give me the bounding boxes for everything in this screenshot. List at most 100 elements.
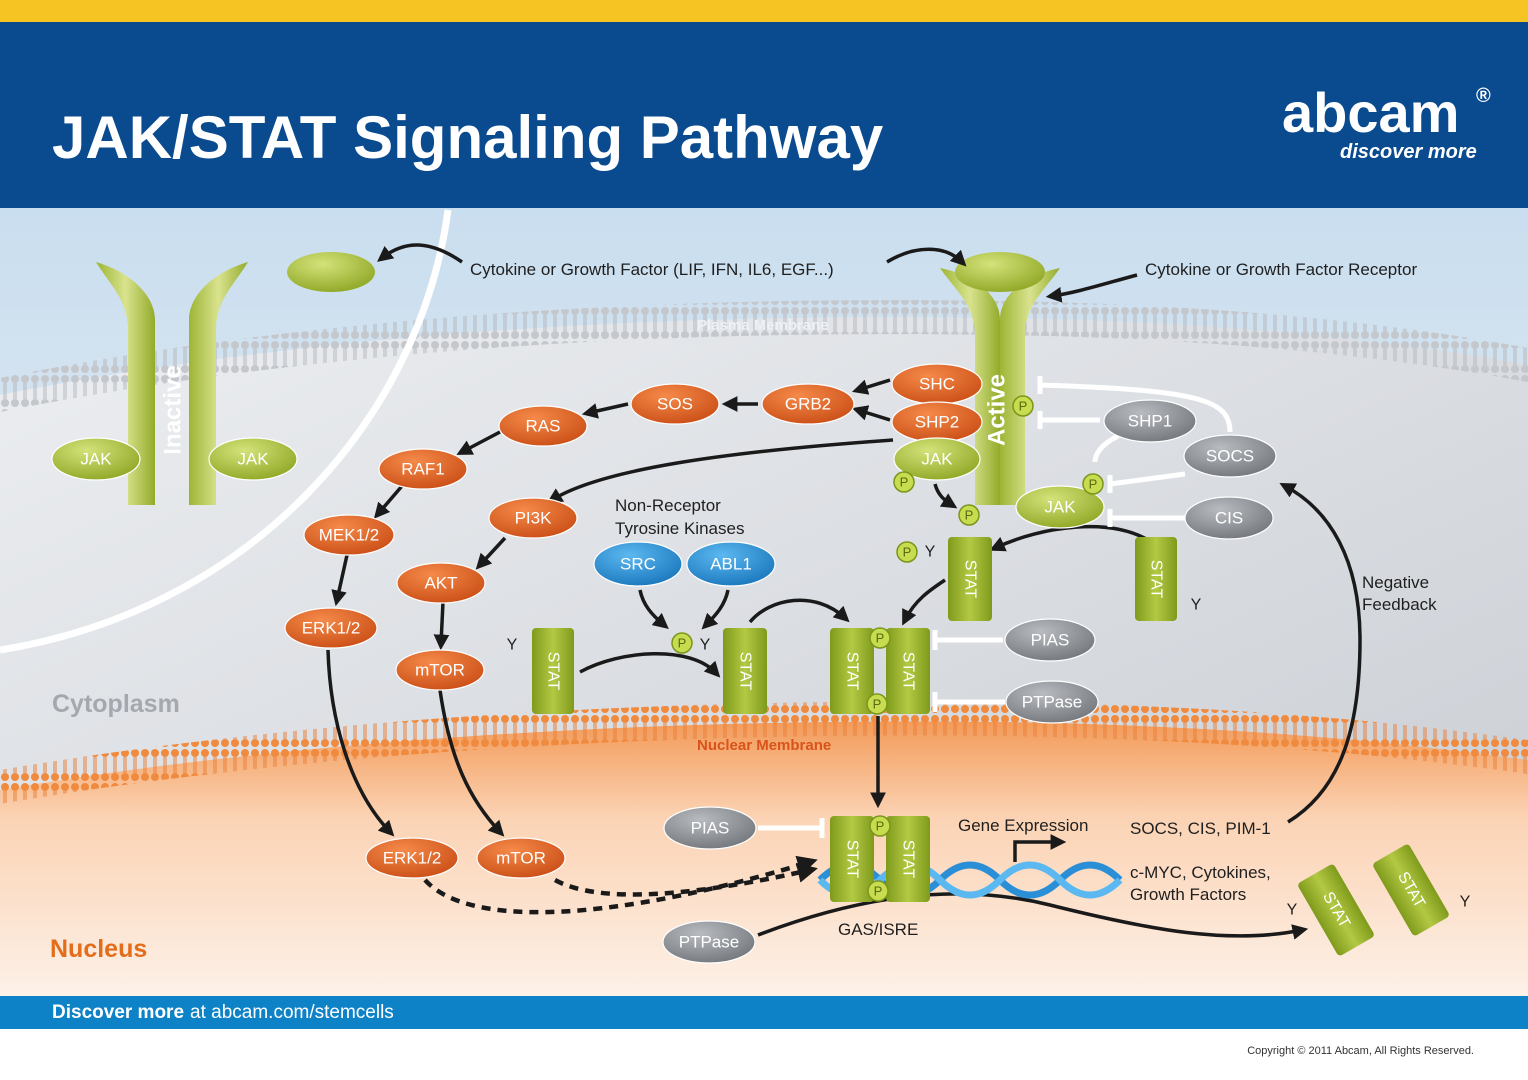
src-to-stat-arrow	[638, 589, 669, 630]
socs-inhibits-receptor-line	[1039, 382, 1233, 433]
stat-recruited-box	[948, 537, 992, 621]
erk-nuc-node-label: ERK1/2	[383, 849, 442, 868]
tyrosine-unphos-stat: Y	[507, 637, 518, 654]
phos-dimer-cyto-bottom-circle	[866, 693, 888, 715]
grb2-node-label: GRB2	[785, 395, 831, 414]
shp1-node: SHP1	[1103, 399, 1197, 443]
phos-stat-src: P	[671, 632, 693, 654]
stat-dimer-cyto-b-box	[886, 628, 930, 714]
phos-dimer-nuc-bottom-label: P	[874, 884, 883, 899]
phos-jak-active: P	[893, 471, 915, 493]
mek-to-erk-arrow	[331, 554, 349, 607]
ligand-binding-arrow	[886, 247, 967, 267]
phos-stat-y-cyto-label: P	[903, 545, 912, 560]
jak-recruited-node-shape	[1015, 485, 1105, 529]
stat-exported-a: STAT	[1298, 864, 1374, 956]
sos-to-ras-arrow	[581, 402, 629, 419]
akt-node: AKT	[396, 562, 486, 604]
mtor-cyto-node-shape	[395, 649, 485, 691]
phos-stat-y-cyto: P	[896, 541, 918, 563]
pi3k-to-akt-arrow	[475, 536, 507, 570]
src-node-shape	[593, 541, 683, 587]
phos-receptor-label: P	[1019, 399, 1028, 414]
stat-exported-b-box	[1373, 844, 1449, 936]
inactive-receptor: Inactive	[96, 262, 248, 505]
pias-nuc-node: PIAS	[663, 806, 757, 850]
header-bar	[0, 22, 1528, 208]
akt-to-mtor-arrow	[433, 601, 450, 651]
stat-dimer-nuc-a-box	[830, 816, 874, 902]
socs-node: SOCS	[1183, 434, 1277, 478]
stat-free-right: STAT	[1135, 537, 1177, 621]
stat-free-right-box	[1135, 537, 1177, 621]
phos-dimer-cyto-bottom: P	[866, 693, 888, 715]
grb2-node: GRB2	[761, 383, 855, 425]
receptor-pointer-arrow	[1045, 273, 1138, 303]
mek-node: MEK1/2	[303, 514, 395, 556]
stat-src-phos-label: STAT	[737, 652, 754, 691]
abl1-node-shape	[686, 541, 776, 587]
nucleus-label: Nucleus	[50, 935, 147, 963]
shc-to-grb2-arrow	[851, 378, 891, 395]
raf1-node-label: RAF1	[401, 460, 444, 479]
cytoplasm-label: Cytoplasm	[52, 690, 180, 718]
jak-inactive-right-shape	[208, 437, 298, 481]
phos-dimer-cyto-top: P	[869, 627, 891, 649]
jak-inactive-right-label: JAK	[237, 450, 269, 469]
phos-jak-recruited-circle	[1082, 473, 1104, 495]
shc-node-label: SHC	[919, 375, 955, 394]
tyrosine-exported-b: Y	[1460, 894, 1471, 911]
sos-node-shape	[630, 383, 720, 425]
jak-active-node-shape	[893, 437, 981, 481]
shp2-node-label: SHP2	[915, 413, 959, 432]
phos-stat-src-circle	[671, 632, 693, 654]
phos-dimer-nuc-top-label: P	[876, 819, 885, 834]
shc-node: SHC	[891, 363, 983, 405]
gene-expression-arrow	[1013, 834, 1067, 862]
shp1-inhibits-jak-line	[1092, 433, 1120, 463]
active-receptor-left-chain	[940, 268, 1000, 505]
cis-node-label: CIS	[1215, 509, 1243, 528]
jak-active-node-label: JAK	[921, 450, 953, 469]
non-receptor-label-line2: Tyrosine Kinases	[615, 519, 744, 538]
page-title: JAK/STAT Signaling Pathway	[52, 104, 884, 171]
footer-url-text: at abcam.com/stemcells	[190, 1002, 394, 1023]
phos-jak-recruited-label: P	[1089, 477, 1098, 492]
ptpase-cyto-node-label: PTPase	[1022, 693, 1082, 712]
stat-dimerization-arrow	[748, 598, 850, 624]
mek-node-shape	[303, 514, 395, 556]
free-ligand	[287, 252, 375, 292]
cis-node-shape	[1184, 496, 1274, 540]
stat-src-phos-box	[723, 628, 767, 714]
tyrosine-cyto-stat: Y	[925, 544, 936, 561]
receptor-label: Cytokine or Growth Factor Receptor	[1145, 260, 1417, 279]
phos-receptor-circle	[1012, 395, 1034, 417]
negative-feedback-label-line2: Feedback	[1362, 595, 1437, 614]
jak-recruited-node: JAK	[1015, 485, 1105, 529]
phos-dimer-nuc-bottom: P	[867, 880, 889, 902]
mtor-nuc-node-shape	[476, 837, 566, 879]
negative-feedback-arrow	[1279, 483, 1362, 824]
tyrosine-free-stat: Y	[1191, 597, 1202, 614]
erk-cyto-node-label: ERK1/2	[302, 619, 361, 638]
erk-nuc-node: ERK1/2	[365, 837, 459, 879]
akt-node-label: AKT	[424, 574, 457, 593]
inactive-label: Inactive	[160, 365, 187, 454]
erk-nuc-node-shape	[365, 837, 459, 879]
stat-dimer-cyto-b-label: STAT	[900, 652, 917, 691]
stat-src-phos: STAT	[723, 628, 767, 714]
plasma-membrane	[0, 300, 1528, 412]
phos-receptor: P	[1012, 395, 1034, 417]
pi3k-node-label: PI3K	[515, 509, 553, 528]
phos-dimer-cyto-top-label: P	[876, 631, 885, 646]
mtor-nuclear-entry-arrow	[438, 689, 505, 837]
stat-phosphorylation-arrow	[579, 651, 721, 678]
ras-to-raf1-arrow	[456, 430, 501, 455]
ptpase-cyto-node: PTPase	[1005, 680, 1099, 724]
plasma-membrane-label: Plasma Membrane	[697, 317, 829, 334]
gas-isre-label: GAS/ISRE	[838, 920, 918, 939]
tyrosine-src-stat: Y	[700, 637, 711, 654]
